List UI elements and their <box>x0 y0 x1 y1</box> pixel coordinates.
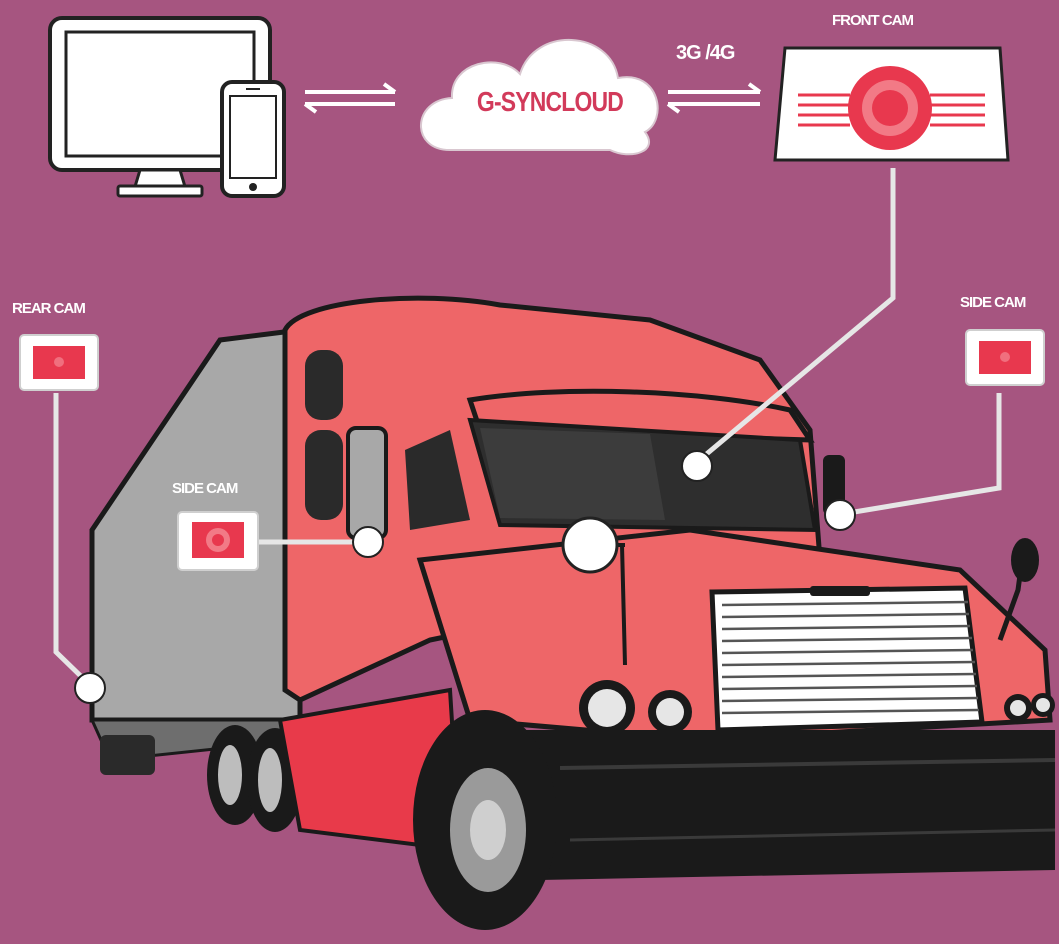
front-cam-label: FRONT CAM <box>832 12 913 29</box>
rear-camera-icon <box>20 335 98 390</box>
sync-arrows-right <box>668 84 760 112</box>
side-camera-icon <box>178 512 258 570</box>
front-camera-icon <box>775 48 1008 160</box>
rear-cam-label: REAR CAM <box>12 300 85 317</box>
side-cam-label-left: SIDE CAM <box>172 480 237 497</box>
sync-arrows-left <box>305 84 395 112</box>
truck-illustration <box>280 298 1055 930</box>
network-label: 3G /4G <box>676 42 734 65</box>
side-cam-label-right: SIDE CAM <box>960 294 1025 311</box>
phone-icon <box>222 82 284 196</box>
side-camera-icon <box>966 330 1044 385</box>
cloud-label: G-SYNCLOUD <box>472 86 628 118</box>
